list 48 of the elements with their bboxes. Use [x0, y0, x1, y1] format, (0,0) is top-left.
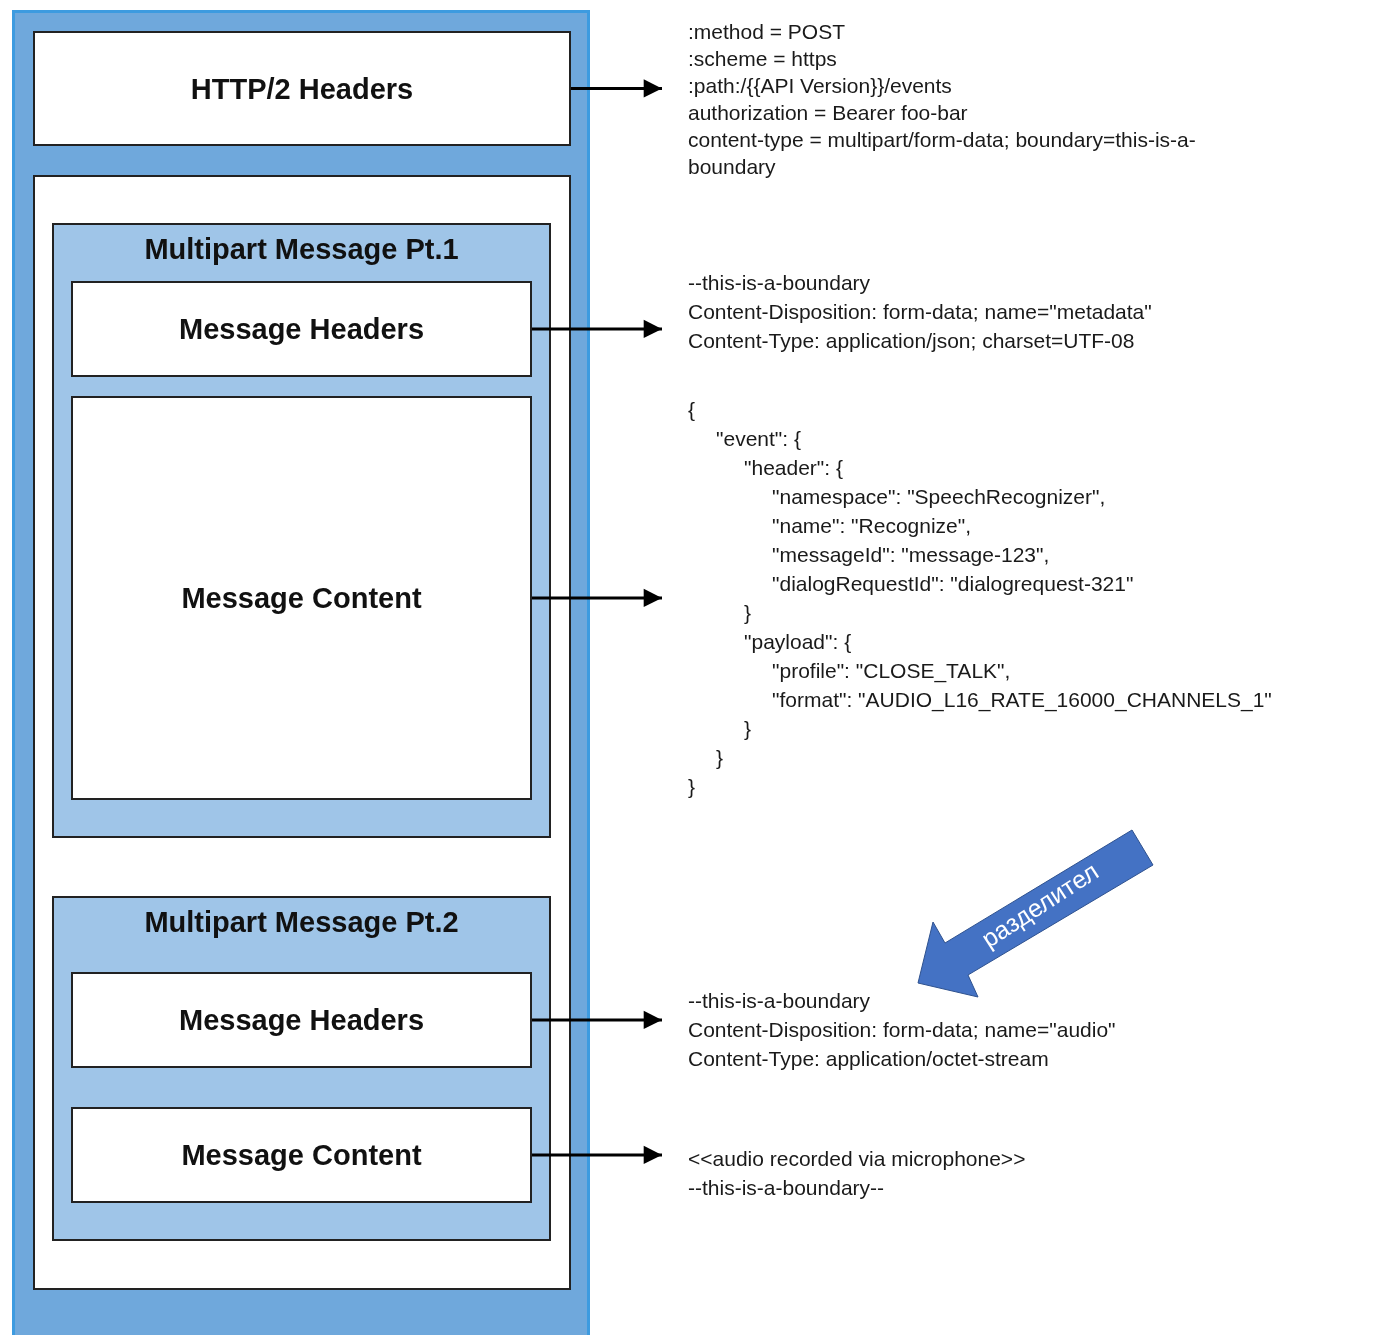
- json-line: "messageId": "message-123",: [772, 543, 1050, 566]
- json-line: "name": "Recognize",: [772, 514, 972, 537]
- json-line: "event": {: [716, 427, 801, 450]
- group-panel: [52, 223, 551, 838]
- header-line: Content-Disposition: form-data; name="audio": [688, 1018, 1116, 1041]
- header-line: --this-is-a-boundary: [688, 989, 871, 1012]
- json-line: }: [744, 717, 751, 740]
- box-label: Message Headers: [179, 1003, 424, 1036]
- group-heading: Multipart Message Pt.1: [144, 233, 459, 265]
- header-line: Content-Type: application/octet-stream: [688, 1047, 1049, 1070]
- arrow: [532, 588, 662, 608]
- json-line: {: [688, 398, 695, 421]
- process-box: [71, 972, 532, 1068]
- process-box: [71, 281, 532, 377]
- header-line: :scheme = https: [688, 47, 837, 70]
- body-panel: [33, 175, 571, 1290]
- header-line: --this-is-a-boundary: [688, 271, 871, 294]
- json-line: }: [744, 601, 751, 624]
- arrow: [532, 1145, 662, 1165]
- box-label: Message Content: [181, 1138, 422, 1171]
- header-line: Content-Type: application/json; charset=UTF-08: [688, 329, 1135, 352]
- header-line: <<audio recorded via microphone>>: [688, 1147, 1026, 1170]
- header-line: content-type = multipart/form-data; boundary=this-is-a-boundary: [688, 128, 1196, 178]
- process-box: [33, 31, 571, 146]
- arrow: [571, 79, 662, 98]
- json-line: }: [716, 746, 723, 769]
- header-line: authorization = Bearer foo-bar: [688, 101, 968, 124]
- json-line: "header": {: [744, 456, 843, 479]
- group-heading: Multipart Message Pt.2: [144, 906, 459, 938]
- json-line: "profile": "CLOSE_TALK",: [772, 659, 1011, 682]
- json-line: "namespace": "SpeechRecognizer",: [772, 485, 1106, 508]
- header-line: Content-Disposition: form-data; name="metadata": [688, 300, 1152, 323]
- arrow: [532, 319, 662, 339]
- arrow: [532, 1010, 662, 1030]
- json-line: "dialogRequestId": "dialogrequest-321": [772, 572, 1134, 595]
- header-line: :method = POST: [688, 20, 845, 43]
- json-line: "payload": {: [744, 630, 852, 653]
- box-label: Message Headers: [179, 312, 424, 345]
- process-box: [71, 1107, 532, 1203]
- outer-container: [12, 10, 590, 1335]
- json-line: "format": "AUDIO_L16_RATE_16000_CHANNELS_1": [772, 688, 1272, 711]
- box-label: Message Content: [181, 581, 422, 614]
- json-line: }: [688, 775, 695, 798]
- group-panel: [52, 896, 551, 1241]
- process-box: [71, 396, 532, 800]
- header-line: :path:/{{API Version}}/events: [688, 74, 952, 97]
- header-line: --this-is-a-boundary--: [688, 1176, 885, 1199]
- box-label: HTTP/2 Headers: [190, 72, 414, 104]
